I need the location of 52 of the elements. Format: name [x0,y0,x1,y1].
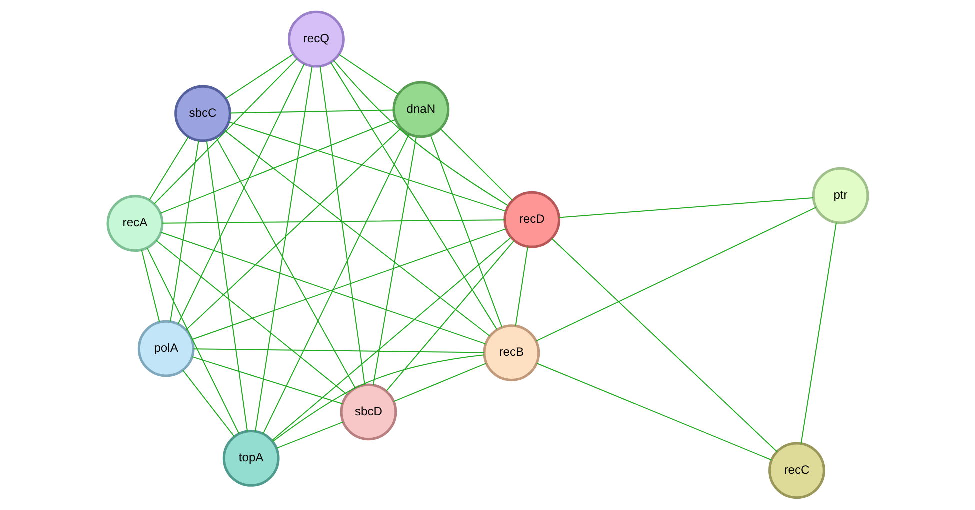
connector [536,207,816,342]
connector [440,128,512,201]
connector [146,248,240,434]
connector [276,422,343,449]
connector [215,138,356,388]
connector [551,238,778,452]
connector [430,135,502,328]
connector [338,54,398,95]
connector [182,370,234,438]
connector [160,232,486,345]
node-circle: recB [482,324,540,382]
node-circle: topA [222,430,280,487]
connector [156,240,347,396]
connector [230,110,394,114]
node-circle: polA [137,320,194,378]
connector [191,228,506,340]
connector [800,222,836,444]
node-circle: ptr [812,167,869,224]
connector [162,220,504,224]
node-circle: recQ [288,10,344,68]
connector [254,66,312,432]
connector [558,197,813,218]
node-circle: recC [768,442,825,500]
connector [514,246,528,326]
node-circle: dnaN [392,81,450,138]
connector [536,363,772,461]
connector [160,119,396,214]
connector [177,64,305,324]
connector [224,130,490,337]
connector [272,237,511,441]
connector [154,58,298,204]
connector [225,54,294,100]
connector [272,354,484,442]
connector [332,60,508,206]
connector [148,136,189,201]
connector [185,128,402,330]
node-circle: recA [106,195,164,252]
connector [330,62,497,330]
node-circle: sbcD [340,384,397,441]
node-circle: sbcC [174,85,231,142]
node-circle: recD [503,191,560,248]
connector [192,356,342,404]
connector [140,250,160,322]
connector [372,136,416,386]
connector [228,122,506,212]
connector [206,141,248,432]
connector [193,348,484,354]
connector [386,240,514,392]
connector [170,140,199,322]
connector [262,134,410,434]
connector [319,66,365,386]
connector [393,363,486,402]
